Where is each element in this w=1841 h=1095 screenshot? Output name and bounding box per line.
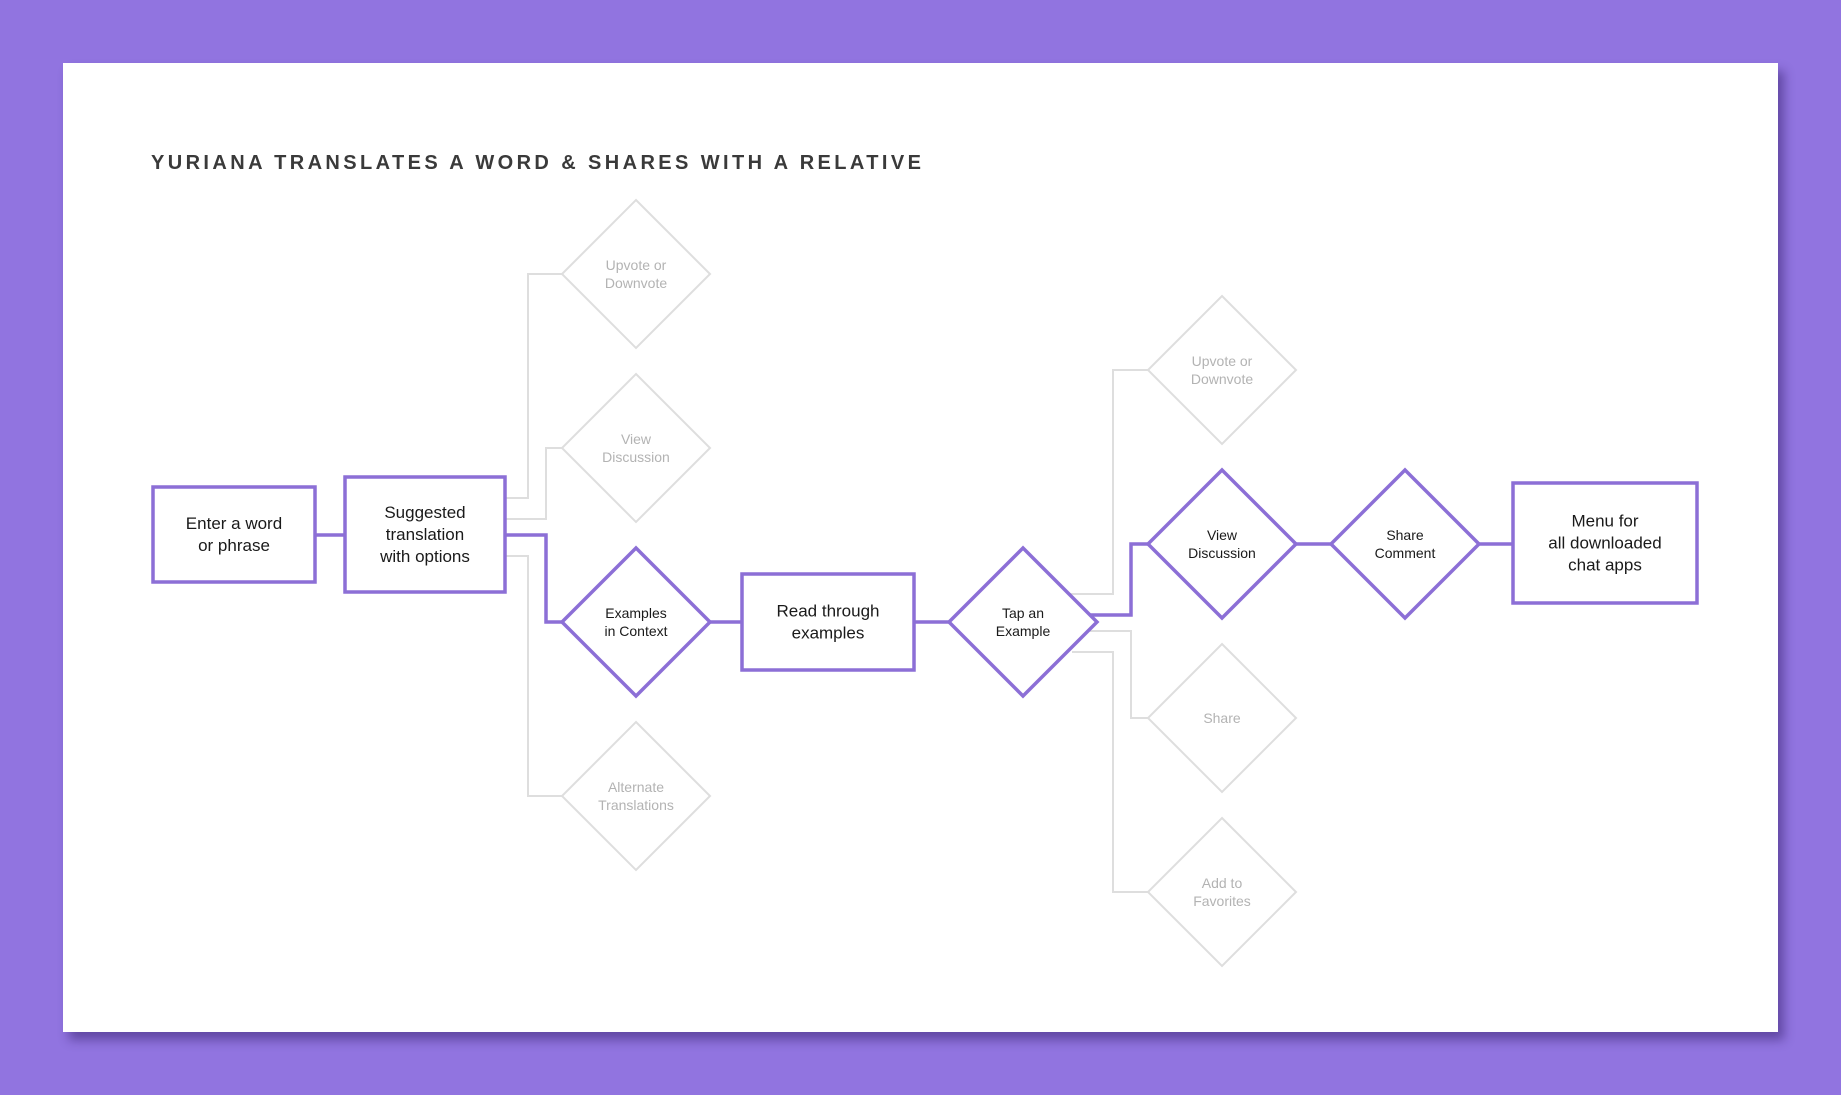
connector-tap-example-to-upvote-2 xyxy=(1070,369,1148,595)
node-label-line: Share xyxy=(1203,710,1241,726)
node-label-line: Menu for xyxy=(1571,512,1638,531)
node-label-line: Upvote or xyxy=(606,257,667,273)
node-suggested-translation: Suggested translation with options xyxy=(343,475,507,594)
node-share: Share xyxy=(1146,642,1298,794)
node-label-line: Comment xyxy=(1375,545,1436,561)
node-label-line: Discussion xyxy=(602,449,670,465)
node-label-line: Discussion xyxy=(1188,545,1256,561)
node-label-line: View xyxy=(621,431,652,447)
node-label-line: Add to xyxy=(1202,875,1243,891)
node-examples-in-context: Examples in Context xyxy=(559,545,713,699)
node-menu-chat-apps: Menu for all downloaded chat apps xyxy=(1511,481,1699,605)
node-label-line: Tap an xyxy=(1002,605,1044,621)
connector-suggested-translation-to-alternate-translations xyxy=(505,555,562,797)
node-label-line: View xyxy=(1207,527,1238,543)
node-label-line: chat apps xyxy=(1568,556,1642,575)
node-box xyxy=(343,475,507,594)
node-label-line: Downvote xyxy=(1191,371,1253,387)
node-label-line: examples xyxy=(792,624,865,643)
node-upvote-2: Upvote or Downvote xyxy=(1146,294,1298,446)
node-diamond xyxy=(560,372,712,524)
node-label-line: Favorites xyxy=(1193,893,1251,909)
node-enter-word: Enter a word or phrase xyxy=(151,485,317,584)
connector-suggested-translation-to-examples-in-context xyxy=(505,533,562,624)
node-label-line: Share xyxy=(1386,527,1424,543)
nodes-layer: Upvote orDownvoteViewDiscussionAlternate… xyxy=(151,198,1699,968)
node-diamond xyxy=(946,545,1100,699)
node-label-line: Downvote xyxy=(605,275,667,291)
node-label-line: Example xyxy=(996,623,1051,639)
node-box xyxy=(1511,481,1699,605)
node-label-line: Enter a word xyxy=(186,514,282,533)
node-label-line: Alternate xyxy=(608,779,664,795)
node-label-line: or phrase xyxy=(198,536,270,555)
edges-layer xyxy=(315,273,1513,893)
connector-tap-example-to-add-favorites xyxy=(1072,651,1148,893)
connector-suggested-translation-to-view-discussion-1 xyxy=(505,447,562,520)
node-upvote-1: Upvote or Downvote xyxy=(560,198,712,350)
node-diamond xyxy=(1145,467,1299,621)
node-read-examples: Read through examples xyxy=(740,572,916,672)
connector-tap-example-to-share xyxy=(1090,630,1148,719)
node-diamond xyxy=(1146,294,1298,446)
diagram-title: YURIANA TRANSLATES A WORD & SHARES WITH … xyxy=(151,152,925,174)
node-diamond xyxy=(560,198,712,350)
node-box xyxy=(740,572,916,672)
node-diamond xyxy=(1146,642,1298,794)
node-label-line: with options xyxy=(379,547,470,566)
node-label-line: Read through xyxy=(776,602,879,621)
node-label-line: in Context xyxy=(604,623,667,639)
node-label-line: Examples xyxy=(605,605,666,621)
connector-tap-example-to-view-discussion-2 xyxy=(1090,542,1148,617)
node-add-favorites: Add to Favorites xyxy=(1146,816,1298,968)
node-diamond xyxy=(1328,467,1482,621)
node-label-line: Suggested xyxy=(384,503,465,522)
node-label-line: Translations xyxy=(598,797,674,813)
node-diamond xyxy=(1146,816,1298,968)
node-diamond xyxy=(559,545,713,699)
node-label-line: all downloaded xyxy=(1548,534,1661,553)
node-box xyxy=(151,485,317,584)
connector-suggested-translation-to-upvote-1 xyxy=(505,273,562,499)
node-tap-example: Tap an Example xyxy=(946,545,1100,699)
node-label-line: Upvote or xyxy=(1192,353,1253,369)
node-label-line: translation xyxy=(386,525,464,544)
node-diamond xyxy=(560,720,712,872)
